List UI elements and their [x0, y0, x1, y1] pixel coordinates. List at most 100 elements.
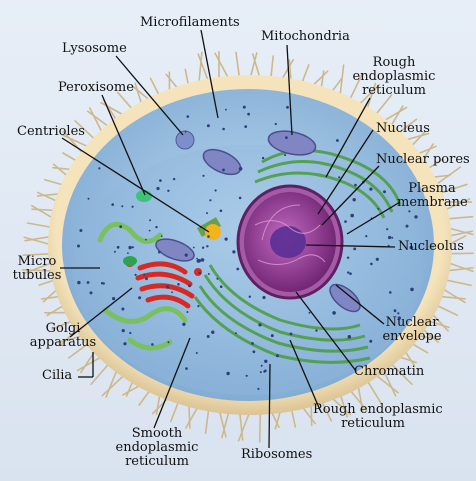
ribosome-dot — [127, 252, 129, 254]
ribosome-dot — [185, 131, 187, 133]
ribosome-dot — [129, 332, 131, 334]
ribosome-dot — [132, 246, 134, 248]
ribosome-dot — [112, 297, 115, 300]
ribosome-dot — [77, 245, 80, 248]
ribosome-dot — [264, 370, 267, 373]
label-rough-er-top: Rough endoplasmic reticulum — [350, 56, 438, 98]
label-cilia: Cilia — [42, 369, 72, 383]
ribosome-dot — [202, 247, 204, 249]
ribosome-dot — [370, 263, 373, 266]
ribosome-dot — [168, 341, 170, 343]
cilium — [441, 288, 465, 302]
ribosome-dot — [239, 167, 243, 171]
ribosome-dot — [349, 272, 352, 275]
ribosome-dot — [202, 175, 204, 177]
label-golgi-line1: Golgi — [28, 322, 98, 336]
ribosome-dot — [182, 323, 185, 326]
label-rough-er-bottom: Rough endoplasmic reticulum — [313, 403, 433, 431]
ribosome-dot — [376, 258, 379, 261]
label-rough-er-top-line2: endoplasmic — [350, 70, 438, 84]
ribosome-dot — [276, 354, 279, 357]
ribosome-dot — [386, 228, 388, 230]
ribosome-dot — [88, 198, 90, 200]
ribosome-dot — [275, 123, 277, 125]
ribosome-dot — [87, 281, 90, 284]
ribosome-dot — [350, 214, 354, 218]
ribosome-dot — [285, 136, 288, 139]
ribosome-dot — [347, 257, 349, 259]
ribosome-dot — [220, 210, 223, 213]
ribosome-dot — [220, 285, 223, 288]
ribosome-dot — [410, 288, 414, 292]
ribosome-dot — [208, 273, 210, 275]
ribosome-dot — [207, 124, 210, 127]
ribosome-dot — [166, 285, 169, 288]
ribosome-dot — [79, 229, 82, 232]
ribosome-dot — [251, 342, 254, 345]
ribosome-dot — [145, 239, 147, 241]
ribosome-dot — [243, 106, 246, 109]
ribosome-dot — [348, 335, 352, 339]
ribosome-dot — [145, 277, 148, 280]
ribosome-dot — [414, 215, 417, 218]
ribosome-dot — [198, 259, 201, 262]
ribosome-dot — [332, 311, 336, 315]
cilium — [260, 411, 261, 442]
label-plasma-membrane-line1: Plasma — [397, 182, 467, 196]
label-plasma-membrane-line2: membrane — [397, 196, 467, 210]
nucleolus — [270, 226, 306, 258]
ribosome-dot — [114, 251, 116, 253]
ribosome-dot — [149, 230, 151, 232]
ribosome-dot — [151, 343, 154, 346]
ribosome-dot — [77, 281, 80, 284]
ribosome-dot — [196, 352, 198, 354]
ribosome-dot — [236, 268, 239, 271]
ribosome-dot — [185, 367, 188, 370]
ribosome-dot — [193, 247, 195, 249]
ribosome-dot — [98, 167, 100, 169]
cilium — [236, 52, 240, 79]
ribosome-dot — [336, 139, 339, 142]
ribosome-dot — [211, 331, 214, 334]
ribosome-dot — [286, 106, 289, 109]
ribosome-dot — [244, 125, 247, 128]
cilium — [446, 217, 473, 219]
ribosome-dot — [186, 311, 188, 313]
label-nuclear-pores: Nuclear pores — [376, 153, 470, 167]
ribosome-dot — [138, 296, 141, 299]
ribosome-dot — [264, 360, 267, 363]
label-lysosome: Lysosome — [62, 42, 127, 56]
ribosome-dot — [353, 198, 356, 201]
ribosome-dot — [177, 283, 180, 286]
ribosome-dot — [383, 190, 386, 193]
ribosome-dot — [207, 335, 210, 338]
ribosome-dot — [90, 291, 93, 294]
ribosome-dot — [389, 291, 392, 294]
label-nucleus: Nucleus — [376, 122, 430, 136]
ribosome-dot — [262, 296, 265, 299]
label-rough-er-bottom-line1: Rough endoplasmic — [313, 403, 433, 417]
label-microtubules-line2: tubules — [12, 269, 62, 283]
ribosome-dot — [290, 333, 293, 336]
ribosome-dot — [132, 206, 134, 208]
ribosome-dot — [406, 225, 409, 228]
ribosome-dot — [354, 184, 357, 187]
ribosome-dot — [315, 329, 317, 331]
ribosome-dot — [156, 187, 159, 190]
label-smooth-er-line3: reticulum — [112, 455, 202, 469]
label-nuclear-envelope-line2: envelope — [382, 330, 442, 344]
ribosome-dot — [206, 212, 208, 214]
ribosome-dot — [121, 308, 124, 311]
ribosome-dot — [338, 176, 340, 178]
ribosome-dot — [119, 225, 122, 228]
ribosome-dot — [377, 208, 379, 210]
ribosome-dot — [369, 188, 372, 191]
ribosome-dot — [225, 109, 227, 111]
label-nucleolus: Nucleolus — [398, 240, 464, 254]
ribosome-dot — [207, 235, 210, 238]
label-rough-er-top-line3: reticulum — [350, 84, 438, 98]
ribosome-dot — [353, 248, 356, 251]
ribosome-dot — [128, 246, 131, 249]
ribosome-dot — [222, 169, 225, 172]
